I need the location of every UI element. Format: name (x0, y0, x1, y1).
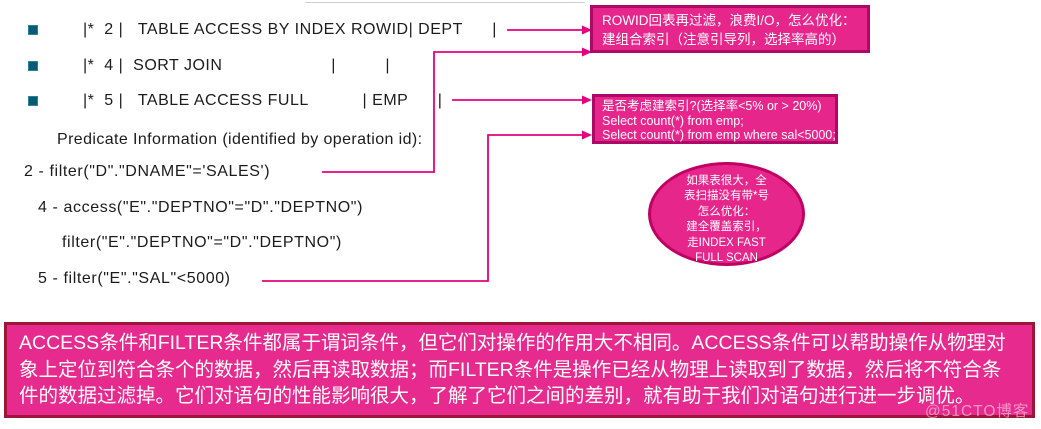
banner-line: 件的数据过滤掉。它们对语句的性能影响很大，了解了它们之间的差别，就有助于我们对语… (19, 385, 975, 407)
banner-line: ACCESS条件和FILTER条件都属于谓词条件，但它们对操作的作用大不相同。A… (19, 332, 1006, 354)
bullet-square-icon (28, 61, 38, 71)
watermark-51cto: @51CTO博客 (925, 403, 1030, 420)
predicate-line-5-filter: 5 - filter("E"."SAL"<5000) (38, 270, 231, 287)
ellipse-line: 如果表很大，全 (686, 175, 767, 187)
ellipse-line: 怎么优化： (697, 205, 756, 218)
plan-row-text: |* 4 | SORT JOIN | | (83, 57, 390, 74)
ellipse-line: 走INDEX FAST (687, 236, 766, 249)
bullet-square-icon (28, 25, 38, 35)
plan-row-4: |* 4 | SORT JOIN | | (28, 56, 390, 76)
predicate-line-4-access: 4 - access("E"."DEPTNO"="D"."DEPTNO") (38, 199, 364, 216)
callout-index-note: 是否考虑建索引?(选择率<5% or > 20%) Select count(*… (592, 94, 838, 144)
bullet-square-icon (28, 96, 38, 106)
plan-row-2: |* 2 | TABLE ACCESS BY INDEX ROWID| DEPT… (28, 20, 497, 40)
predicate-line-4-filter: filter("E"."DEPTNO"="D"."DEPTNO") (62, 234, 342, 251)
callout-line: Select count(*) from emp where sal<5000; (602, 128, 836, 143)
callout-line: Select count(*) from emp; (602, 113, 744, 128)
top-divider-line (305, 2, 585, 3)
predicate-title: Predicate Information (identified by ope… (57, 131, 423, 148)
callout-line: ROWID回表再过滤，浪费I/O，怎么优化： (602, 13, 856, 28)
predicate-line-2-filter: 2 - filter("D"."DNAME"='SALES') (24, 163, 271, 180)
ellipse-line: 表扫描没有带*号 (684, 190, 769, 203)
banner-line: 象上定位到符合条个的数据，然后再读取数据；而FILTER条件是操作已经从物理上读… (19, 358, 1002, 381)
summary-banner: ACCESS条件和FILTER条件都属于谓词条件，但它们对操作的作用大不相同。A… (4, 322, 1035, 418)
arrowhead-icon (582, 130, 592, 140)
plan-row-5: |* 5 | TABLE ACCESS FULL | EMP | (28, 91, 442, 111)
callout-line: 是否考虑建索引?(选择率<5% or > 20%) (602, 99, 822, 113)
ellipse-line: 建全覆盖索引， (686, 221, 767, 234)
plan-row-text: |* 2 | TABLE ACCESS BY INDEX ROWID| DEPT… (83, 21, 497, 38)
ellipse-line: FULL SCAN (695, 252, 758, 265)
plan-row-text: |* 5 | TABLE ACCESS FULL | EMP | (83, 92, 443, 109)
ellipse-covering-index-note: 如果表很大，全 表扫描没有带*号 怎么优化： 建全覆盖索引， 走INDEX FA… (648, 162, 805, 266)
callout-rowid-note: ROWID回表再过滤，浪费I/O，怎么优化： 建组合索引（注意引导列，选择率高的… (590, 5, 870, 53)
arrowhead-icon (582, 95, 592, 105)
callout-line: 建组合索引（注意引导列，选择率高的） (602, 32, 845, 47)
